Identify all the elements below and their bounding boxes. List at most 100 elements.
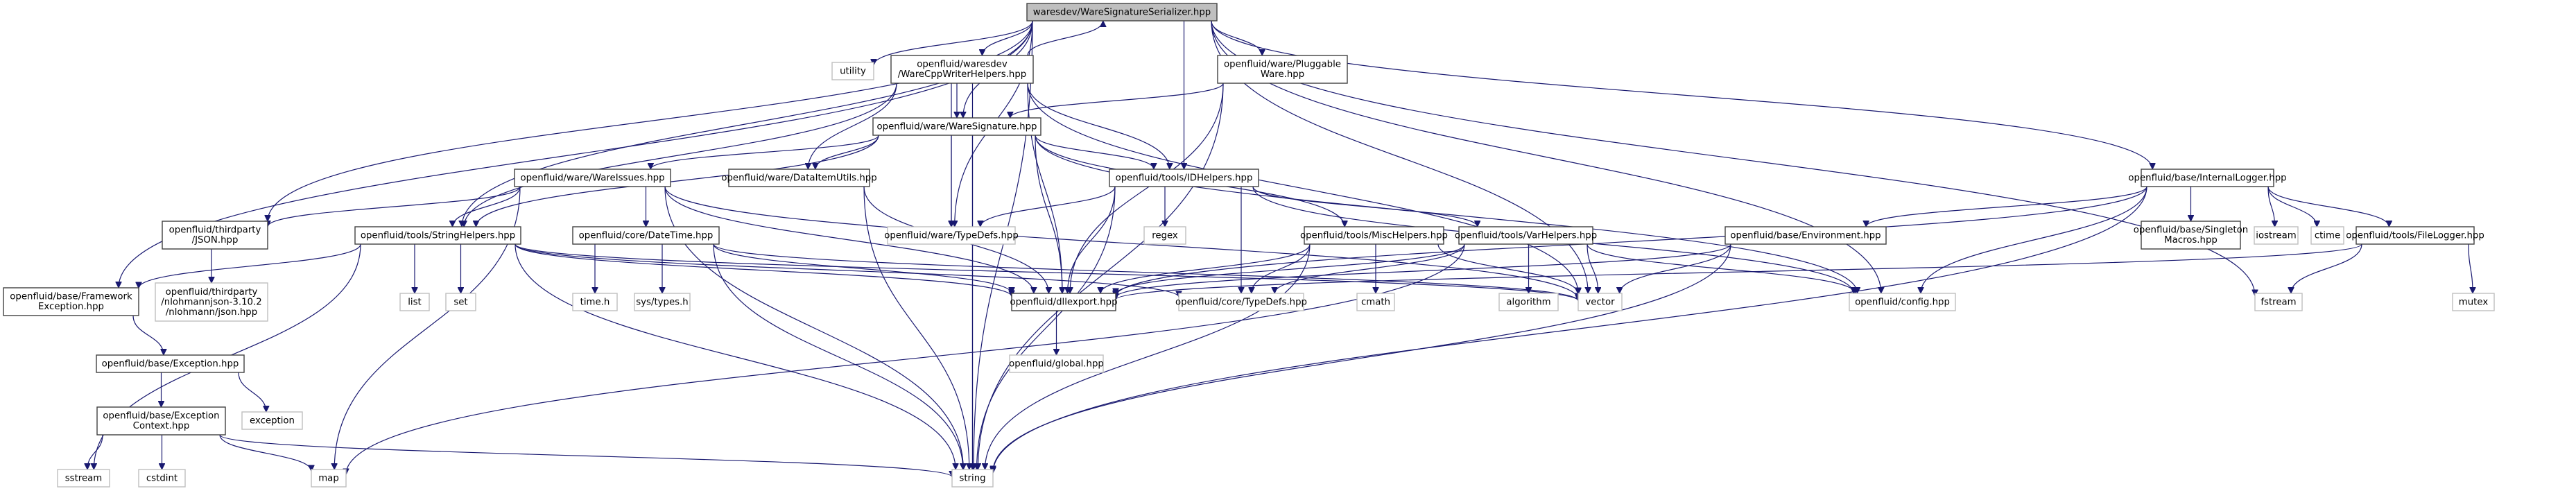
node-box (57, 469, 110, 488)
edge-pluggable-to-waresig (1010, 83, 1224, 119)
node-box (1458, 226, 1593, 245)
edge-filelogger-to-fstream (2291, 243, 2362, 294)
node-mischelpers[interactable]: openfluid/tools/MiscHelpers.hpp (1300, 226, 1448, 245)
node-algorithm: algorithm (1498, 293, 1559, 311)
node-datetime[interactable]: openfluid/core/DateTime.hpp (572, 226, 720, 245)
edge-varhelpers-to-vector (1587, 243, 1598, 293)
node-box (887, 226, 1016, 245)
edge-varhelpers-to-map (346, 243, 1465, 474)
node-nlohmann: openfluid/thirdparty/nlohmannjson-3.10.2… (155, 282, 268, 322)
edge-cppwriter-to-idhelpers (1027, 83, 1170, 169)
node-cppwriter[interactable]: openfluid/waresdev/WareCppWriterHelpers.… (890, 55, 1034, 84)
edge-waresig-to-config (1035, 135, 1858, 293)
node-box (1304, 226, 1444, 245)
edge-filelogger-to-mutex (2468, 243, 2473, 293)
node-label: openfluid/core/DateTime.hpp (579, 230, 714, 241)
node-label: openfluid/tools/VarHelpers.hpp (1455, 230, 1597, 241)
edge-cppwriter-to-stringhelpers (464, 83, 897, 227)
node-label: /nlohmann/json.hpp (166, 307, 257, 318)
node-label: openfluid/tools/StringHelpers.hpp (361, 230, 515, 241)
edge-exctx-to-sstream (87, 434, 103, 470)
node-exception[interactable]: openfluid/base/Exception.hpp (96, 354, 245, 373)
edge-exception-to-exceptionstd (238, 372, 266, 412)
node-label: set (453, 297, 467, 307)
edge-waresig-to-wareissues (650, 135, 879, 170)
node-waretypedefs: openfluid/ware/TypeDefs.hpp (884, 226, 1019, 245)
edge-internallogger-to-environment (1866, 186, 2147, 227)
node-regex: regex (1143, 226, 1186, 245)
node-environment[interactable]: openfluid/base/Environment.hpp (1724, 226, 1887, 245)
node-box (572, 293, 618, 311)
edge-environment-to-vector (1620, 243, 1731, 294)
edge-cppwriter-to-vector (1027, 83, 1578, 294)
node-label: list (408, 297, 422, 307)
edge-root-to-pluggable (1211, 20, 1262, 56)
node-box (872, 117, 1041, 136)
node-box (1109, 169, 1259, 187)
edge-varhelpers-to-config (1587, 243, 1856, 294)
node-box (2254, 226, 2299, 245)
edge-stringhelpers-to-vector (515, 243, 1578, 302)
node-label: openfluid/base/InternalLogger.hpp (2128, 173, 2286, 183)
node-idhelpers[interactable]: openfluid/tools/IDHelpers.hpp (1109, 169, 1259, 187)
node-box (1009, 354, 1104, 373)
node-box (96, 406, 226, 436)
node-dllexport[interactable]: openfluid/dllexport.hpp (1010, 293, 1118, 311)
node-label: vector (1585, 297, 1615, 307)
node-label: sys/types.h (636, 297, 689, 307)
edge-datetime-to-string (713, 243, 963, 470)
node-filelogger[interactable]: openfluid/tools/FileLogger.hpp (2346, 226, 2484, 245)
node-label: ctime (2315, 230, 2340, 241)
edge-pluggable-to-dllexport (1070, 83, 1224, 293)
node-box (2310, 226, 2344, 245)
edge-dataitem-to-string (863, 186, 969, 470)
edge-environment-to-string (993, 243, 1731, 472)
edge-root-to-string (974, 20, 1033, 470)
node-box (445, 293, 476, 311)
edge-cppwriter-to-dataitem (808, 83, 897, 169)
edge-waresig-to-dllexport (1035, 135, 1062, 293)
node-label: openfluid/tools/MiscHelpers.hpp (1300, 230, 1448, 241)
node-label: time.h (580, 297, 610, 307)
node-label: fstream (2261, 297, 2296, 307)
node-json[interactable]: openfluid/thirdparty/JSON.hpp (162, 221, 268, 250)
node-box (2452, 293, 2495, 311)
node-box (2141, 169, 2274, 187)
node-label: /WareCppWriterHelpers.hpp (898, 69, 1026, 80)
node-box (1577, 293, 1623, 311)
node-stringhelpers[interactable]: openfluid/tools/StringHelpers.hpp (354, 226, 521, 245)
node-label: string (959, 473, 985, 483)
node-map: map (311, 469, 347, 488)
node-label: regex (1152, 230, 1178, 241)
edge-wareissues-to-dllexport (664, 186, 1034, 293)
node-iostream: iostream (2254, 226, 2299, 245)
node-box (2254, 293, 2303, 311)
edge-stringhelpers-to-dllexport (515, 243, 1012, 297)
node-label: openfluid/ware/WareIssues.hpp (520, 173, 664, 183)
edge-wareissues-to-vector (664, 186, 1578, 300)
node-label: openfluid/tools/IDHelpers.hpp (1116, 173, 1253, 183)
node-dataitem[interactable]: openfluid/ware/DataItemUtils.hpp (721, 169, 877, 187)
node-waresig[interactable]: openfluid/ware/WareSignature.hpp (872, 117, 1041, 136)
node-box (890, 55, 1034, 84)
node-box (728, 169, 870, 187)
node-coretypedefs: openfluid/core/TypeDefs.hpp (1175, 293, 1307, 311)
node-internallogger[interactable]: openfluid/base/InternalLogger.hpp (2128, 169, 2287, 187)
node-box (2141, 221, 2241, 250)
edge-waresig-to-stringhelpers (476, 135, 879, 227)
node-ctime: ctime (2310, 226, 2344, 245)
node-label: Context.hpp (133, 421, 190, 431)
node-box (162, 221, 268, 250)
node-box (1217, 55, 1348, 84)
edge-waresig-to-dataitem (815, 135, 879, 170)
node-box (241, 411, 303, 430)
node-label: openfluid/ware/Pluggable (1224, 60, 1341, 70)
node-varhelpers[interactable]: openfluid/tools/VarHelpers.hpp (1455, 226, 1597, 245)
node-box (1724, 226, 1887, 245)
node-wareissues[interactable]: openfluid/ware/WareIssues.hpp (514, 169, 671, 187)
node-box (951, 469, 994, 488)
